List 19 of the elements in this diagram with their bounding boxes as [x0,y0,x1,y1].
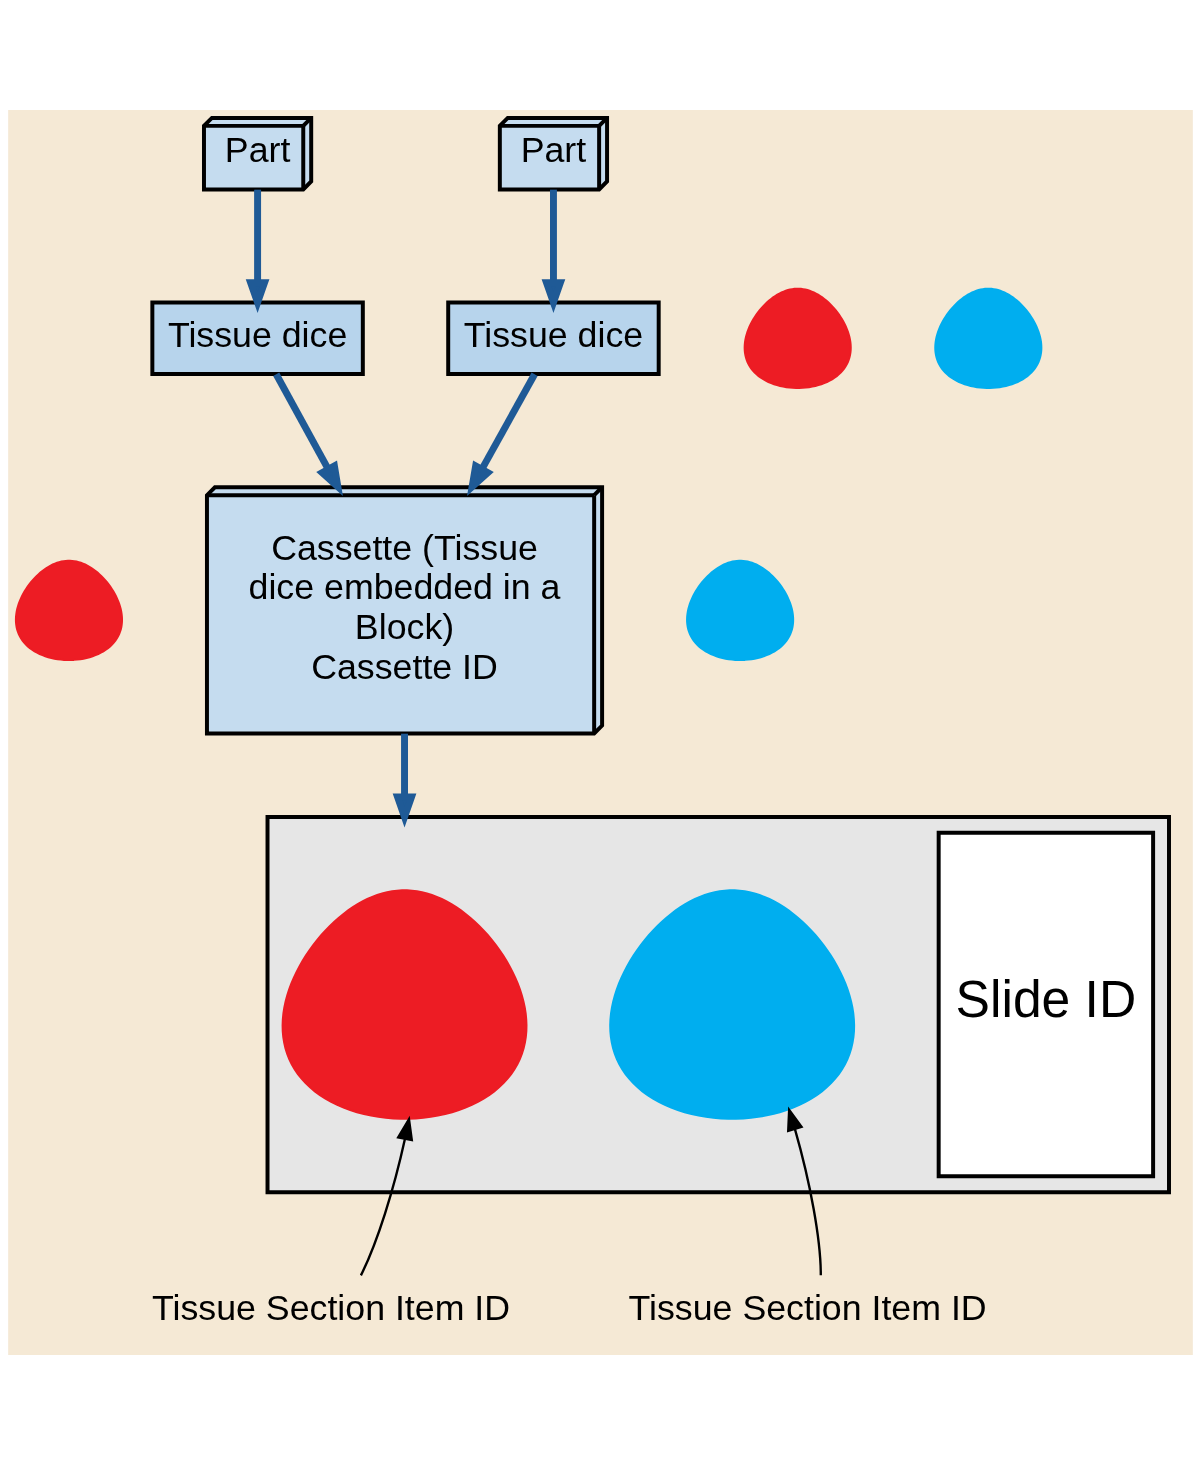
node-box: Tissue dice [150,300,365,376]
node-picture [14,559,124,661]
node-picture [281,888,528,1120]
arrow [541,189,566,313]
node-text: Tissue Section Item ID [628,1287,987,1328]
node-box: Slide ID [936,830,1156,1178]
arrow [245,189,270,313]
arrow [392,733,417,827]
node-box: Tissue dice [446,300,661,376]
arrow [467,372,538,496]
arrow [786,1105,822,1275]
node-text: Tissue Section Item ID [151,1287,511,1328]
node-picture [743,287,852,389]
node-picture [934,287,1043,389]
cluster [265,814,1171,1194]
node-picture [609,888,856,1120]
node-picture [686,559,795,661]
arrow [273,372,343,496]
arrow [359,1115,414,1276]
